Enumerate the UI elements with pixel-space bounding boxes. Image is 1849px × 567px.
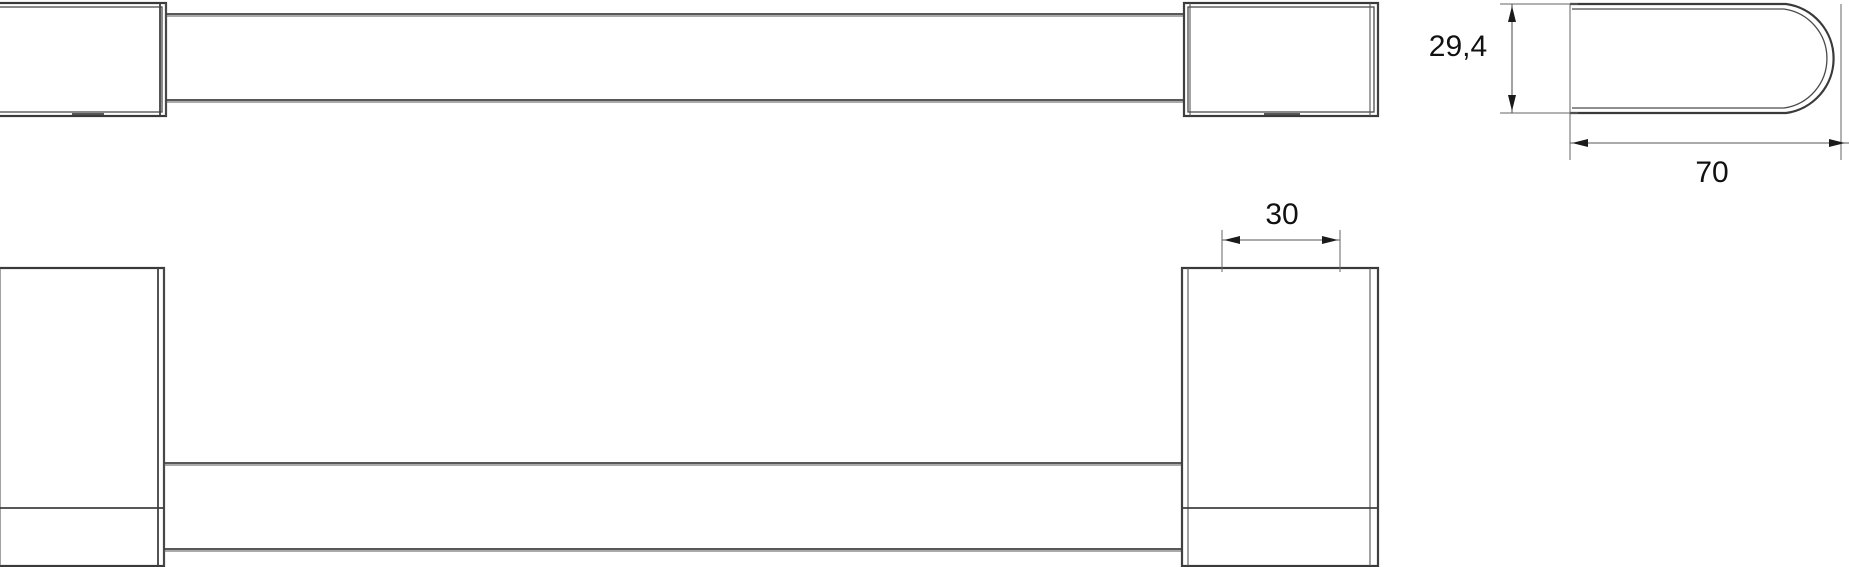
- top-view-right-block: [1182, 1, 1380, 118]
- width-dimension-30: 30: [1221, 198, 1341, 272]
- arrow-left-icon: [1572, 139, 1588, 147]
- top-view-group: [0, 1, 1380, 118]
- arrow-up-icon: [1508, 6, 1516, 22]
- front-view-right-post: [1180, 266, 1380, 567]
- arrow-right-icon: [1322, 236, 1338, 244]
- top-view-left-block: [0, 1, 168, 118]
- top-view-rail: [166, 13, 1184, 103]
- arrow-left-icon: [1224, 236, 1240, 244]
- front-view-group: [0, 266, 1380, 567]
- arrow-right-icon: [1829, 139, 1845, 147]
- front-view-rail: [164, 462, 1182, 552]
- front-view-left-post: [0, 266, 166, 567]
- height-dimension-29-4: 29,4: [1429, 3, 1578, 114]
- arrow-down-icon: [1508, 95, 1516, 111]
- depth-dimension-70: 70: [1569, 4, 1849, 189]
- side-view-group: [1570, 2, 1835, 115]
- depth-dimension-label: 70: [1695, 156, 1728, 189]
- width-dimension-label: 30: [1265, 198, 1298, 231]
- height-dimension-label: 29,4: [1429, 30, 1487, 63]
